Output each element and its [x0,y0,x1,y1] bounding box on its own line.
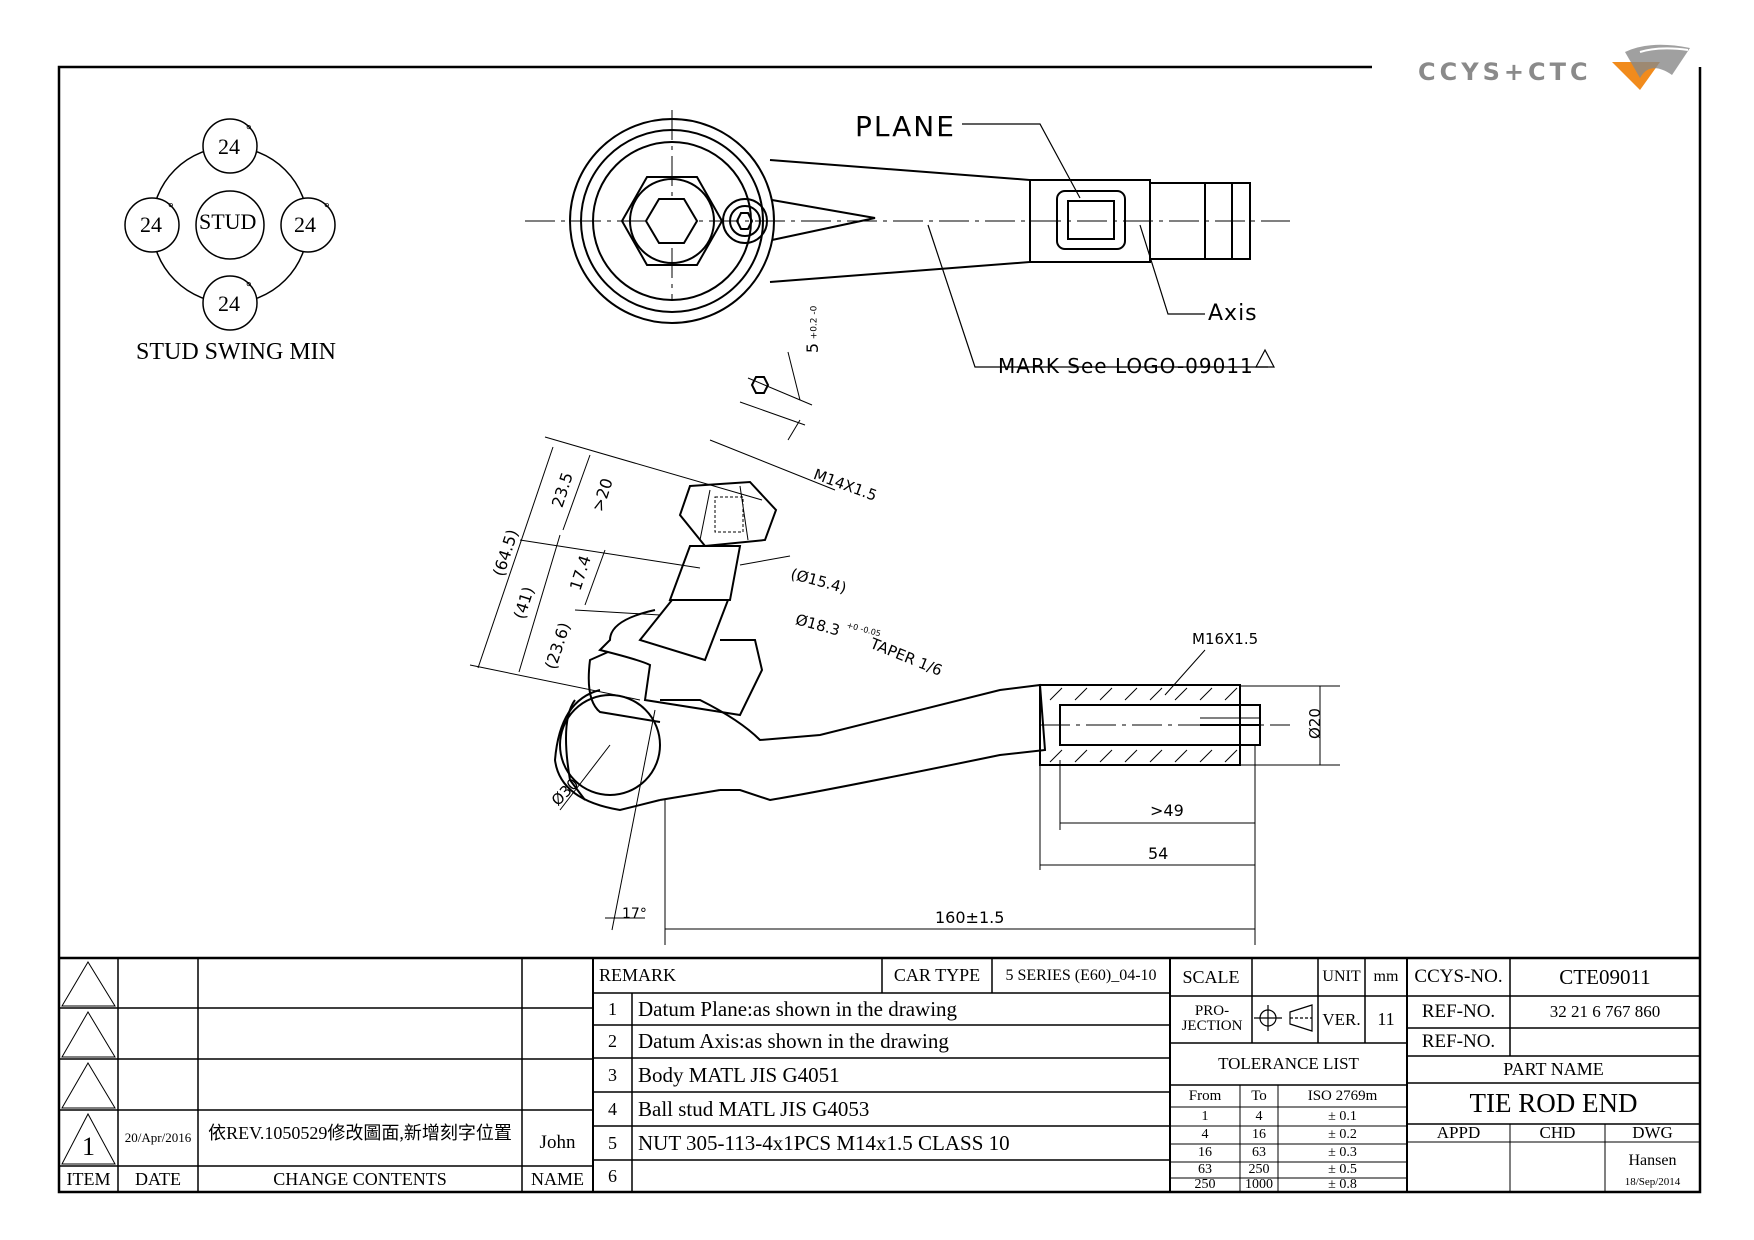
swing-center-label: STUD [199,209,257,234]
tolerance-header-from: From [1188,1087,1222,1104]
tolerance-row-5-from: 250 [1194,1177,1216,1192]
revision-row-4-change: 依REV.1050529修改圖面,新增刻字位置 [208,1123,512,1143]
remark-5-number: 5 [608,1132,617,1153]
tolerance-row-1-value: ± 0.1 [1328,1108,1357,1124]
remark-1-text: Datum Plane:as shown in the drawing [638,996,958,1021]
drawn-date: 18/Sep/2014 [1624,1176,1681,1188]
company-logo [1612,44,1690,90]
remark-4-text: Ball stud MATL JIS G4053 [638,1096,870,1121]
dim-engagement-length: >49 [1150,801,1184,820]
top-view [525,110,1290,368]
logo-text: CCYS+CTC [1418,58,1592,86]
remark-4-number: 4 [608,1098,617,1119]
sheet-border [57,65,1702,1194]
tolerance-header-to: To [1251,1087,1267,1104]
swing-right-degree: ° [324,201,330,216]
car-type-label: CAR TYPE [893,965,981,985]
remark-5-text: NUT 305-113-4x1PCS M14x1.5 CLASS 10 [638,1130,1010,1155]
tolerance-row-1-from: 1 [1201,1108,1209,1124]
swing-top-degree: ° [246,123,252,138]
checked-label: CHD [1539,1123,1576,1142]
remark-3-text: Body MATL JIS G4051 [638,1062,840,1087]
remark-6-number: 6 [608,1165,617,1186]
ref-number-2-label: REF-NO. [1421,1031,1496,1052]
revision-row-4-name: John [539,1132,576,1153]
dim-tube-thread: M16X1.5 [1192,630,1259,648]
axis-label: Axis [1208,301,1258,326]
tolerance-row-3-to: 63 [1252,1145,1266,1160]
ccys-number-label: CCYS-NO. [1414,966,1503,987]
tolerance-row-5-value: ± 0.8 [1328,1177,1357,1192]
remark-label: REMARK [599,965,677,985]
tolerance-row-1-to: 4 [1255,1108,1263,1124]
remark-6-text [632,1160,1170,1192]
ref-number-value: 32 21 6 767 860 [1549,1002,1661,1021]
ccys-number-value: CTE09011 [1559,964,1651,989]
tolerance-row-3-from: 16 [1198,1145,1212,1160]
ref-number-label: REF-NO. [1421,1001,1496,1022]
part-name-value: TIE ROD END [1469,1088,1638,1118]
dim-tube-diameter: Ø20 [1305,708,1324,739]
revision-row-4-date: 20/Apr/2016 [124,1130,192,1145]
tolerance-title: TOLERANCE LIST [1218,1054,1359,1073]
title-block-grid [59,956,1700,1192]
mark-note: MARK See LOGO-09011 [998,354,1254,378]
projection-label: PRO- JECTION [1181,1003,1243,1034]
tolerance-header-standard: ISO 2769m [1307,1087,1378,1104]
tolerance-row-4-from: 63 [1198,1162,1212,1177]
tolerance-row-4-to: 250 [1248,1162,1270,1177]
remark-2-number: 2 [608,1031,617,1051]
swing-right-value: 24 [294,212,316,237]
swing-caption: STUD SWING MIN [136,339,336,365]
drawn-by: Hansen [1628,1152,1677,1169]
dim-overall-length: 160±1.5 [935,908,1005,927]
plane-label: PLANE [855,110,956,143]
drawn-label: DWG [1632,1123,1673,1142]
tolerance-row-2-value: ± 0.2 [1328,1127,1357,1142]
version-label: VER. [1322,1009,1361,1029]
dim-thread-depth: 54 [1148,844,1169,863]
projection-symbol-icon [1254,1004,1313,1032]
scale-value [1252,958,1318,996]
version-value: 11 [1377,1009,1395,1029]
swing-bottom-value: 24 [218,291,240,316]
dim-hex-tolerance: +0.2 -0 [809,305,820,340]
unit-value: mm [1373,968,1399,985]
revision-row-3-number [59,1059,118,1110]
tolerance-row-2-to: 16 [1252,1127,1266,1142]
tolerance-row-3-value: ± 0.3 [1328,1145,1357,1160]
revision-header-change: CHANGE CONTENTS [273,1168,447,1189]
tolerance-row-5-to: 1000 [1245,1177,1273,1192]
revision-header-name: NAME [531,1168,584,1189]
revision-row-1-number [59,958,118,1008]
tolerance-row-4-value: ± 0.5 [1328,1162,1357,1177]
swing-left-degree: ° [168,201,174,216]
remark-2-text: Datum Axis:as shown in the drawing [638,1029,949,1053]
revision-row-4-number: 1 [82,1132,95,1161]
approved-label: APPD [1436,1123,1481,1142]
remark-3-number: 3 [608,1064,617,1085]
part-name-label: PART NAME [1503,1059,1604,1079]
scale-label: SCALE [1182,966,1240,987]
unit-label: UNIT [1322,968,1361,985]
remark-1-number: 1 [608,998,617,1019]
tolerance-row-2-from: 4 [1201,1127,1209,1142]
revision-header-date: DATE [135,1168,181,1189]
dim-stud-angle: 17° [622,906,647,922]
stud-swing-diagram [124,118,336,331]
side-view [469,351,1340,945]
dim-hex-thickness: 5 [803,342,823,354]
swing-bottom-degree: ° [246,280,252,295]
car-type-value: 5 SERIES (E60)_04-10 [1005,966,1157,984]
swing-top-value: 24 [218,134,240,159]
ref-number-2-value [1510,1028,1700,1056]
revision-header-item: ITEM [66,1168,111,1189]
revision-row-2-number [59,1008,118,1059]
swing-left-value: 24 [140,212,162,237]
